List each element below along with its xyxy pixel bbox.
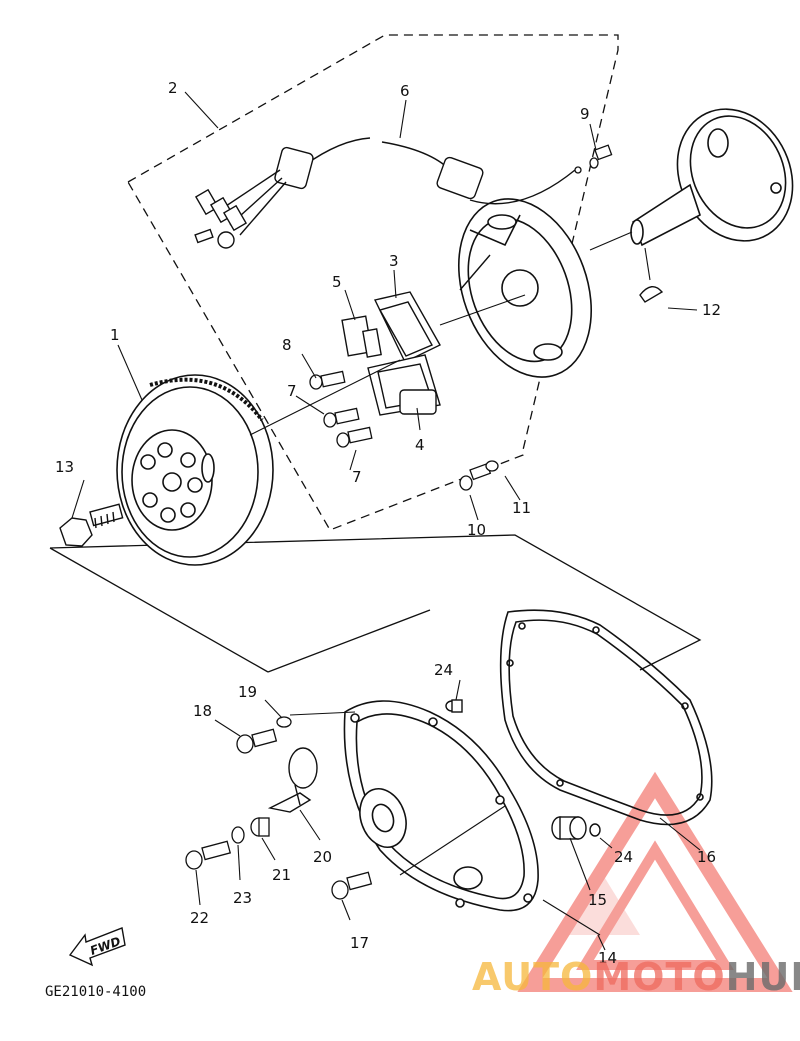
callout-16: 16 [697,848,716,866]
pickup-coil [341,315,382,358]
callout-17: 17 [350,934,369,952]
callout-6: 6 [400,82,410,100]
watermark-logo [517,771,793,992]
callout-24a: 24 [434,661,453,679]
stator-screws [309,144,613,491]
cover-bolts [185,716,373,900]
diagram-code: GE21010-4100 [45,984,146,1000]
charging-coil-lower [367,354,441,416]
callout-4: 4 [415,436,425,454]
fwd-label: FWD [88,934,122,958]
crankshaft-housing [630,108,794,247]
callout-numbers: 1 2 3 4 5 6 7 7 8 9 10 11 12 13 14 15 16… [55,79,721,967]
cover-gasket [499,609,713,826]
callout-12: 12 [702,301,721,319]
callout-1: 1 [110,326,120,344]
callout-5: 5 [332,273,342,291]
lead-wire-harness [194,137,576,291]
crankcase-cover [343,700,539,912]
forward-direction-arrow: FWD [68,927,126,967]
callout-21: 21 [272,866,291,884]
callout-8: 8 [282,336,292,354]
callout-3: 3 [389,252,399,270]
callout-13: 13 [55,458,74,476]
callout-24b: 24 [614,848,633,866]
callout-7a: 7 [287,382,297,400]
wire-clamp [267,747,318,813]
watermark-text: AUTOMOTOHUB [472,955,800,999]
callout-9: 9 [580,105,590,123]
callout-19: 19 [238,683,257,701]
flywheel-bolt [59,503,124,547]
watermark-auto: AUTO [472,955,593,999]
callout-23: 23 [233,889,252,907]
callout-11: 11 [512,499,531,517]
callout-18: 18 [193,702,212,720]
assembly-boundary [49,34,702,673]
callout-10: 10 [467,521,486,539]
leader-lines [71,91,701,951]
woodruff-key [639,286,664,303]
callout-22: 22 [190,909,209,927]
callout-14: 14 [598,949,617,967]
callout-20: 20 [313,848,332,866]
callout-15: 15 [588,891,607,909]
watermark-moto: MOTO [593,955,725,999]
watermark-hub: HUB [726,955,800,999]
stator-plate [457,198,593,378]
callout-2: 2 [168,79,178,97]
callout-7b: 7 [352,468,362,486]
charging-coil-upper [373,291,441,363]
dowel-pins [445,699,601,840]
flywheel-rotor [116,374,274,566]
